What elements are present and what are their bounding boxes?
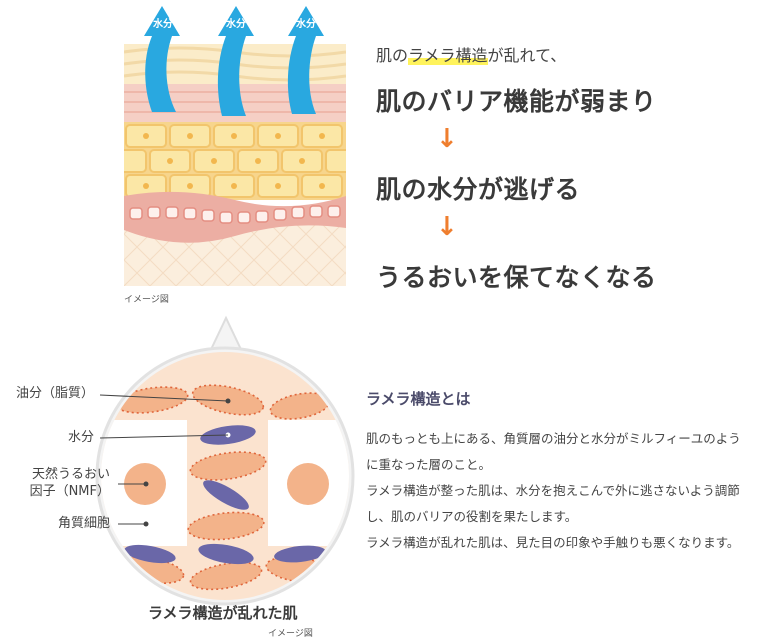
arrow-label-3: 水分: [296, 19, 316, 30]
label-nmf-line2: 因子（NMF）: [29, 484, 110, 499]
bottom-illustration-title: ラメラ構造が乱れた肌: [148, 604, 298, 622]
flow-arrow-1: ↓: [436, 124, 458, 154]
skin-layers-illustration: [105, 6, 367, 286]
flow-step-barrier: 肌のバリア機能が弱まり: [376, 87, 657, 116]
water-escape-arrows: [144, 6, 324, 116]
explanation-line-4: し、肌のバリアの役割を果たします。: [366, 509, 578, 524]
label-water: 水分: [67, 430, 94, 445]
arrow-label-2: 水分: [226, 19, 246, 30]
bottom-image-caption: イメージ図: [268, 629, 313, 639]
lamella-diagram: [95, 315, 355, 606]
flow-lead-after: が乱れて、: [487, 46, 567, 65]
top-image-caption: イメージ図: [124, 295, 169, 305]
flow-lead: 肌のラメラ構造が乱れて、: [376, 42, 566, 66]
explanation-line-5: ラメラ構造が乱れた肌は、見た目の印象や手触りも悪くなります。: [366, 535, 740, 550]
lamella-explanation-body: 肌のもっとも上にある、角質層の油分と水分がミルフィーユのよう に重なった層のこと…: [366, 426, 741, 556]
flow-lead-highlight: ラメラ構造: [408, 46, 488, 65]
explanation-line-2: に重なった層のこと。: [366, 457, 492, 472]
label-nmf-line1: 天然うるおい: [31, 467, 110, 482]
skin-cross-section: [105, 0, 367, 286]
explanation-line-1: 肌のもっとも上にある、角質層の油分と水分がミルフィーユのよう: [366, 431, 741, 446]
cell-rows: [105, 122, 367, 200]
flow-lead-before: 肌の: [376, 46, 409, 65]
label-cell: 角質細胞: [57, 516, 110, 531]
arrow-label-1: 水分: [153, 19, 173, 30]
lamella-explanation-title: ラメラ構造とは: [366, 390, 471, 408]
flow-step-water: 肌の水分が逃げる: [376, 175, 581, 204]
magnified-lamella-illustration: [0, 308, 380, 608]
explanation-line-3: ラメラ構造が整った肌は、水分を抱えこんで外に逃さないよう調節: [366, 483, 740, 498]
label-oil: 油分（脂質）: [15, 386, 94, 401]
flow-step-moisture: うるおいを保てなくなる: [376, 263, 657, 292]
flow-arrow-2: ↓: [436, 212, 458, 242]
